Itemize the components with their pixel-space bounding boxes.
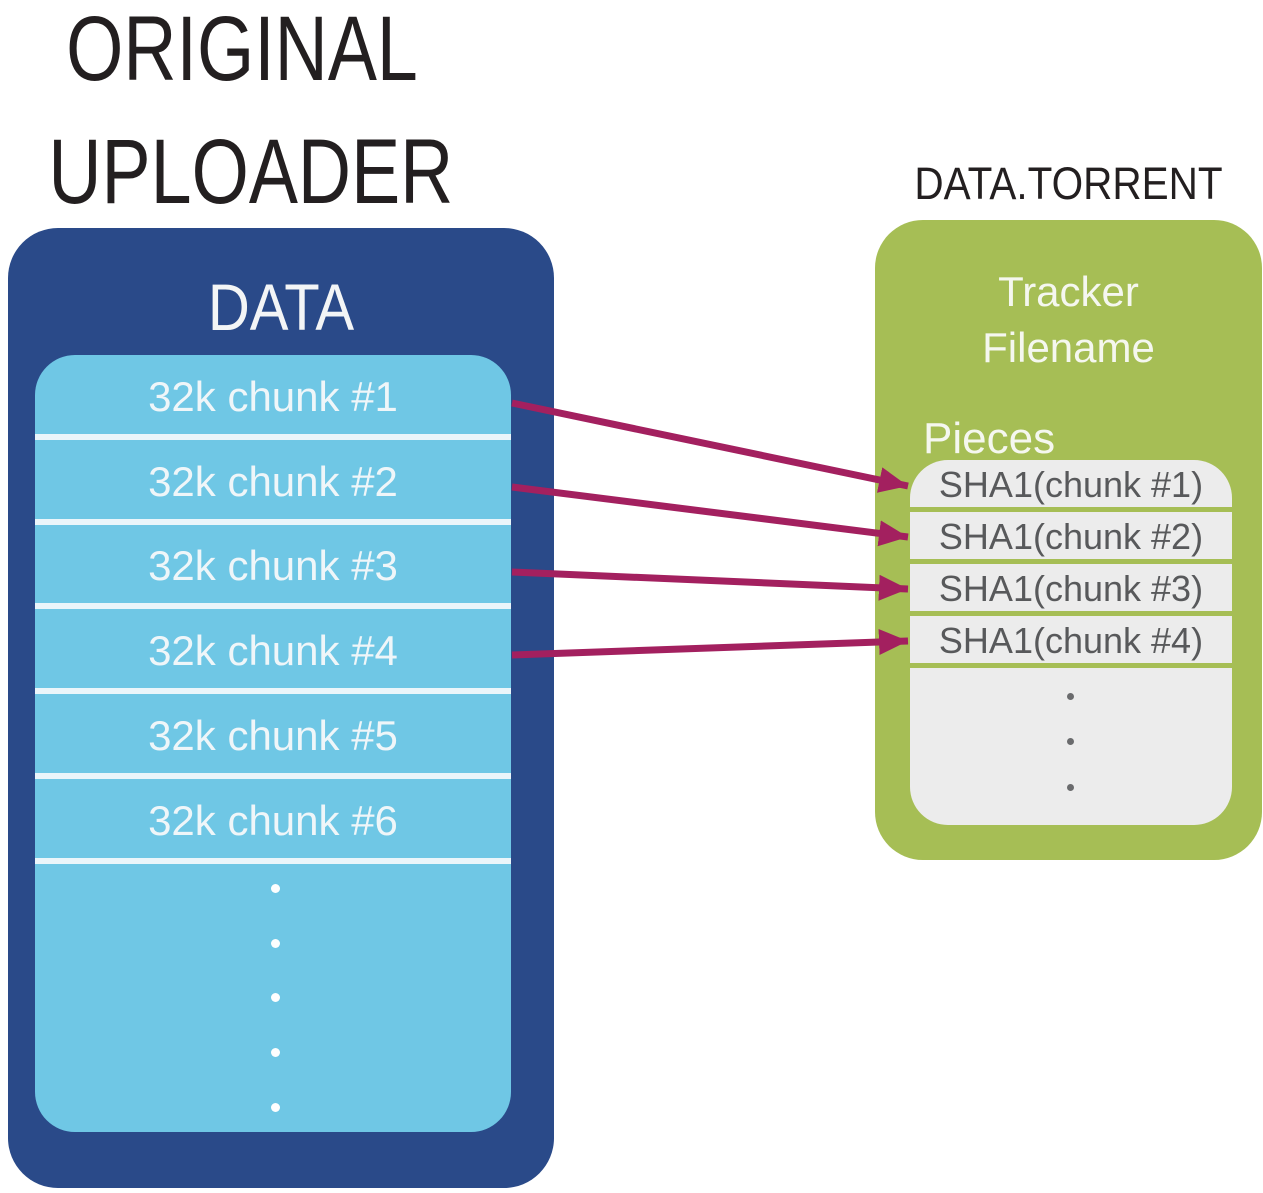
chunk-row: 32k chunk #1 [35, 355, 511, 440]
uploader-title-line2: UPLOADER [48, 121, 454, 223]
chunk-row: 32k chunk #4 [35, 609, 511, 695]
chunk-ellipsis-dot [271, 1048, 280, 1057]
hash-ellipsis-dot [1067, 738, 1074, 745]
pieces-label: Pieces [923, 414, 1056, 463]
arrow-chunk1-to-hash1 [511, 399, 909, 493]
hash-row: SHA1(chunk #1) [910, 460, 1232, 512]
torrent-header-fields: Tracker Filename [875, 264, 1262, 376]
chunk-ellipsis-dot [271, 1103, 280, 1112]
torrent-title: DATA.TORRENT [914, 158, 1223, 209]
chunk-ellipsis-dot [271, 884, 280, 893]
pieces-hash-list: SHA1(chunk #1) SHA1(chunk #2) SHA1(chunk… [910, 460, 1232, 825]
uploader-title-line1: ORIGINAL [66, 0, 418, 100]
arrow-chunk3-to-hash3 [511, 568, 909, 601]
chunk-row: 32k chunk #3 [35, 525, 511, 610]
uploader-title: ORIGINAL UPLOADER [48, 0, 454, 234]
hash-row: SHA1(chunk #2) [910, 512, 1232, 564]
arrow-chunk4-to-hash4 [511, 629, 909, 659]
chunk-row: 32k chunk #6 [35, 779, 511, 864]
chunk-row: 32k chunk #2 [35, 440, 511, 525]
filename-label: Filename [982, 324, 1155, 371]
data-label: DATA [207, 270, 355, 344]
hash-ellipsis-dot [1067, 693, 1074, 700]
hash-ellipsis-dot [1067, 784, 1074, 791]
hash-row: SHA1(chunk #3) [910, 564, 1232, 616]
chunk-row: 32k chunk #5 [35, 694, 511, 779]
chunk-ellipsis-dot [271, 993, 280, 1002]
hash-row: SHA1(chunk #4) [910, 616, 1232, 668]
arrow-chunk2-to-hash2 [511, 483, 909, 547]
chunk-list: 32k chunk #1 32k chunk #2 32k chunk #3 3… [35, 355, 511, 1132]
tracker-label: Tracker [998, 268, 1139, 315]
chunk-ellipsis-dot [271, 939, 280, 948]
